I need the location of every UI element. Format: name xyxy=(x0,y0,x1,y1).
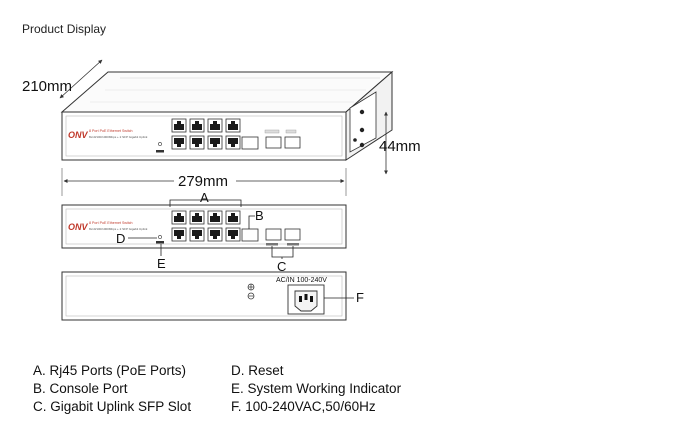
switch-3d-view: ONV 8 Port PoE Ethernet Switch 8x10/100/… xyxy=(60,70,394,161)
sfp-slot-2-3d xyxy=(284,136,301,149)
callout-f-label: F xyxy=(356,290,364,305)
rj45-socket-icon xyxy=(228,213,238,222)
sfp-slot-2 xyxy=(284,228,301,241)
system-led xyxy=(156,241,164,244)
brand-logo: ONV xyxy=(68,130,89,140)
screw-hole-icon xyxy=(359,142,365,148)
width-dimension: 279mm xyxy=(61,168,347,196)
legend-item-d: D. Reset xyxy=(231,363,284,378)
ground-icon xyxy=(247,283,255,300)
rj45-socket-icon xyxy=(210,213,220,222)
rj45-socket-icon xyxy=(174,230,184,239)
depth-dimension: 210mm xyxy=(22,59,103,99)
screw-hole-icon xyxy=(353,138,357,142)
rj45-socket-icon xyxy=(210,121,220,130)
page-title: Product Display xyxy=(22,22,107,36)
console-port xyxy=(241,228,259,242)
rj45-socket-icon xyxy=(210,230,220,239)
sfp-slot-1-3d xyxy=(265,136,282,149)
callout-c: C xyxy=(271,246,294,274)
screw-hole-icon xyxy=(359,109,365,115)
brand-logo: ONV xyxy=(68,222,89,232)
width-label: 279mm xyxy=(178,173,228,190)
rj45-socket-icon xyxy=(192,121,202,130)
callout-a: A xyxy=(169,190,242,207)
callout-d-label: D xyxy=(116,231,125,246)
rj45-socket-icon xyxy=(192,213,202,222)
callout-a-label: A xyxy=(200,190,209,205)
callout-d: D xyxy=(116,231,157,246)
legend-right: D. Reset E. System Working Indicator F. … xyxy=(231,362,401,416)
rj45-socket-icon xyxy=(174,213,184,222)
reset-hole xyxy=(158,235,162,239)
callout-b-label: B xyxy=(255,208,264,223)
legend-item-c: C. Gigabit Uplink SFP Slot xyxy=(33,399,192,414)
rj45-socket-icon xyxy=(192,230,202,239)
rj45-ports-front xyxy=(171,210,241,242)
rj45-socket-icon xyxy=(228,230,238,239)
switch-rear-panel: AC/IN 100-240V xyxy=(61,271,347,321)
rj45-socket-icon xyxy=(174,138,184,147)
model-name: 8 Port PoE Ethernet Switch xyxy=(89,221,133,225)
callout-c-label: C xyxy=(277,259,286,274)
power-label: AC/IN 100-240V xyxy=(276,277,327,284)
rj45-socket-icon xyxy=(228,121,238,130)
rj45-socket-icon xyxy=(210,138,220,147)
callout-e: E xyxy=(157,244,166,271)
console-port-3d xyxy=(241,136,259,150)
switch-front-panel: ONV 8 Port PoE Ethernet Switch 8x10/100/… xyxy=(61,204,347,249)
model-name: 8 Port PoE Ethernet Switch xyxy=(89,129,133,133)
legend-item-f: F. 100-240VAC,50/60Hz xyxy=(231,399,376,414)
model-spec: 8x10/100/1000Mbps + 2 SFP Gigabit Uplink xyxy=(89,135,148,139)
rj45-socket-icon xyxy=(192,138,202,147)
reset-hole xyxy=(158,142,162,146)
legend-item-e: E. System Working Indicator xyxy=(231,381,402,396)
sfp-slot-1 xyxy=(265,228,282,241)
rj45-ports-3d xyxy=(171,118,241,150)
callout-f: F xyxy=(324,290,364,305)
model-spec: 8x10/100/1000Mbps + 2 SFP Gigabit Uplink xyxy=(89,227,148,231)
callout-b: B xyxy=(248,208,264,229)
system-led xyxy=(156,150,164,153)
power-socket-icon xyxy=(287,284,325,315)
callout-e-label: E xyxy=(157,256,166,271)
screw-hole-icon xyxy=(359,127,365,133)
height-label: 44mm xyxy=(379,138,421,155)
rj45-socket-icon xyxy=(228,138,238,147)
legend-item-b: B. Console Port xyxy=(33,381,128,396)
depth-label: 210mm xyxy=(22,78,72,95)
height-dimension: 44mm xyxy=(379,111,421,175)
legend-left: A. Rj45 Ports (PoE Ports) B. Console Por… xyxy=(33,362,191,416)
rj45-socket-icon xyxy=(174,121,184,130)
legend-item-a: A. Rj45 Ports (PoE Ports) xyxy=(33,363,187,378)
